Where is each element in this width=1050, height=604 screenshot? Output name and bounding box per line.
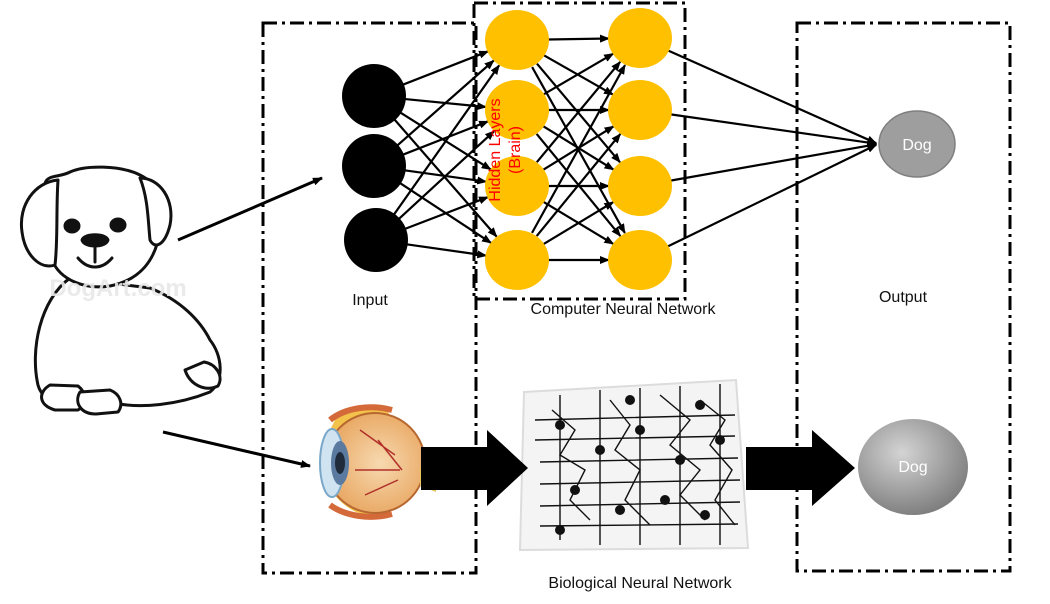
output-label: Output — [879, 289, 928, 306]
computer-output-label: Dog — [902, 137, 931, 154]
edge-h2-4-to-output — [667, 143, 878, 248]
biological-neurons-image — [518, 378, 750, 552]
input-node-1 — [342, 64, 406, 128]
hidden-layers-label-line2: (Brain) — [507, 126, 524, 174]
edge-input-2-to-h1-2 — [401, 120, 490, 157]
dog-illustration — [19, 165, 222, 416]
eye-illustration — [319, 404, 436, 520]
neurons-to-output-arrow — [746, 430, 855, 506]
input-node-2 — [342, 134, 406, 198]
input-node-3 — [344, 208, 408, 272]
biological-output-node — [858, 419, 968, 515]
eye-to-neurons-arrow — [421, 430, 528, 506]
biological-nn-label: Biological Neural Network — [548, 575, 732, 592]
hidden-layer-2-node-2 — [608, 80, 672, 140]
dog-left-eye — [63, 218, 81, 234]
edge-input-3-to-h1-4 — [405, 243, 488, 259]
edge-h2-3-to-output — [670, 141, 878, 182]
hidden-layers-label: Hidden Layers (Brain) — [487, 98, 524, 201]
hidden-layer-2-node-4 — [608, 230, 672, 290]
hidden-layer-2-node-3 — [608, 156, 672, 216]
dog-to-input-arrow — [177, 176, 323, 242]
hidden-layer-1-node-1 — [485, 10, 549, 70]
hidden-layers-label-line1: Hidden Layers — [487, 98, 504, 201]
computer-output-node — [878, 110, 956, 178]
edge-input-1-to-h1-1 — [401, 50, 490, 87]
edge-input-3-to-h1-3 — [403, 196, 489, 231]
edge-h1-4-to-h2-3 — [542, 201, 615, 245]
edge-h2-2-to-output — [670, 113, 878, 147]
edge-input-3-to-h1-2 — [397, 130, 495, 221]
edge-h2-1-to-output — [667, 49, 878, 145]
edge-h1-3-to-h2-1 — [535, 61, 622, 163]
dog-watermark: DogArt.com — [49, 275, 186, 302]
computer-nn-label: Computer Neural Network — [531, 301, 717, 318]
output-frame — [795, 21, 1012, 573]
edge-input-2-to-h1-1 — [395, 59, 495, 147]
hidden-layer-2-node-1 — [608, 8, 672, 68]
edge-h1-2-to-h2-1 — [543, 52, 615, 96]
network-nodes — [342, 8, 672, 290]
dog-right-eye — [109, 217, 127, 233]
hidden-layer-1-node-2 — [485, 80, 549, 140]
input-label: Input — [352, 292, 388, 309]
edge-h1-1-to-h2-1 — [547, 34, 611, 43]
biological-output-label: Dog — [898, 459, 927, 476]
hidden-layer-1-node-3 — [485, 156, 549, 216]
edge-h1-4-to-h2-1 — [531, 64, 626, 234]
edge-input-3-to-h1-1 — [392, 64, 501, 217]
dog-to-eye-arrow — [162, 430, 311, 468]
hidden-layer-1-node-4 — [485, 230, 549, 290]
network-connections — [392, 34, 878, 264]
edge-h1-4-to-h2-2 — [535, 133, 622, 237]
